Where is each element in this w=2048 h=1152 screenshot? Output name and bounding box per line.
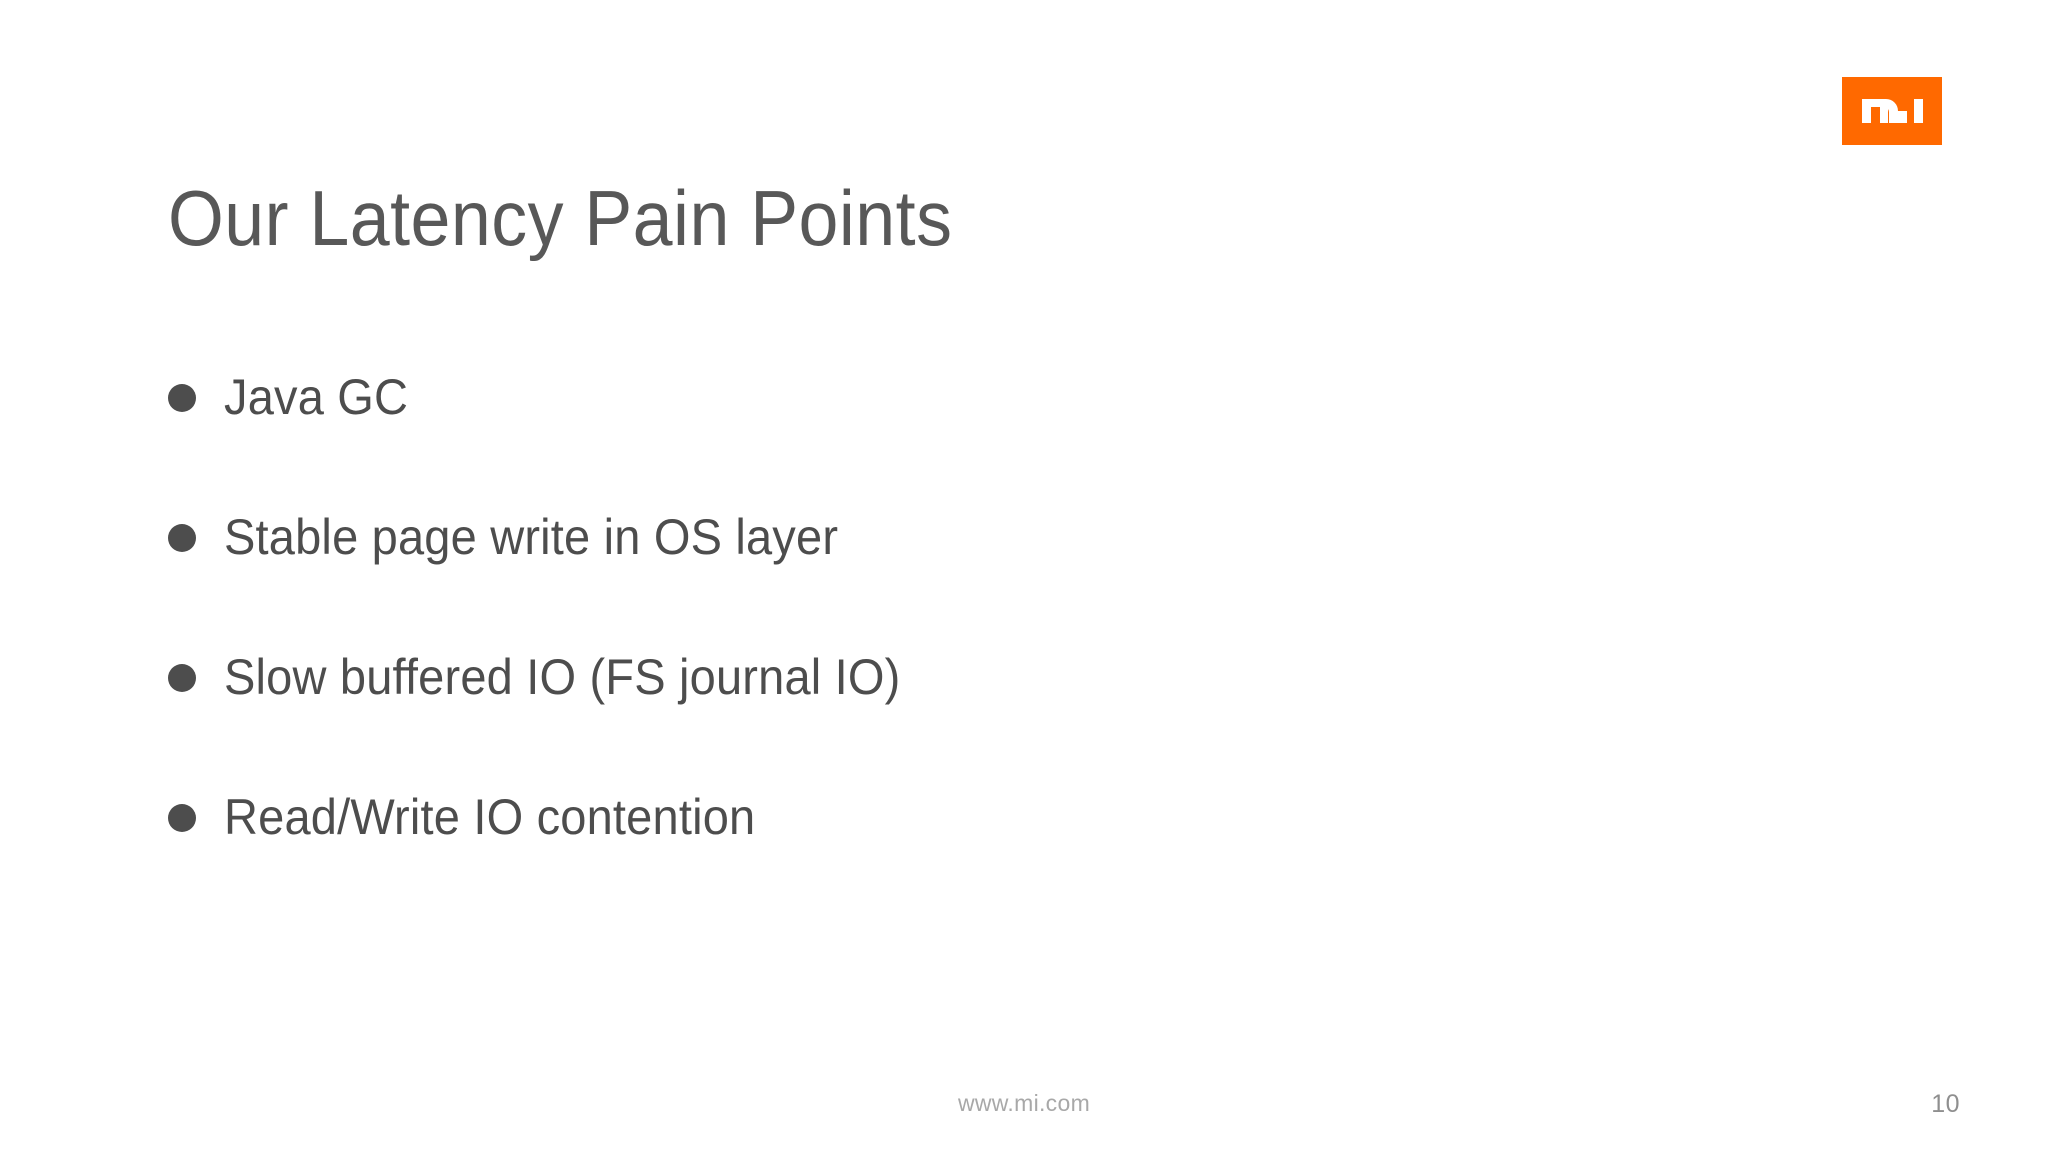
slide-title: Our Latency Pain Points bbox=[168, 174, 953, 262]
list-item-label: Slow buffered IO (FS journal IO) bbox=[224, 649, 901, 705]
list-item: Read/Write IO contention bbox=[168, 786, 1768, 926]
list-item-label: Read/Write IO contention bbox=[224, 789, 756, 845]
slide-page-number: 10 bbox=[1931, 1090, 1960, 1118]
bullet-list: Java GC Stable page write in OS layer Sl… bbox=[168, 366, 1768, 926]
list-item-label: Stable page write in OS layer bbox=[224, 509, 839, 565]
bullet-dot-icon bbox=[168, 804, 196, 832]
list-item-label: Java GC bbox=[224, 369, 409, 425]
bullet-dot-icon bbox=[168, 524, 196, 552]
footer-website-url: www.mi.com bbox=[957, 1090, 1091, 1116]
list-item: Stable page write in OS layer bbox=[168, 506, 1768, 646]
xiaomi-mi-logo-icon bbox=[1842, 77, 1942, 145]
bullet-dot-icon bbox=[168, 664, 196, 692]
list-item: Java GC bbox=[168, 366, 1768, 506]
list-item: Slow buffered IO (FS journal IO) bbox=[168, 646, 1768, 786]
bullet-dot-icon bbox=[168, 384, 196, 412]
